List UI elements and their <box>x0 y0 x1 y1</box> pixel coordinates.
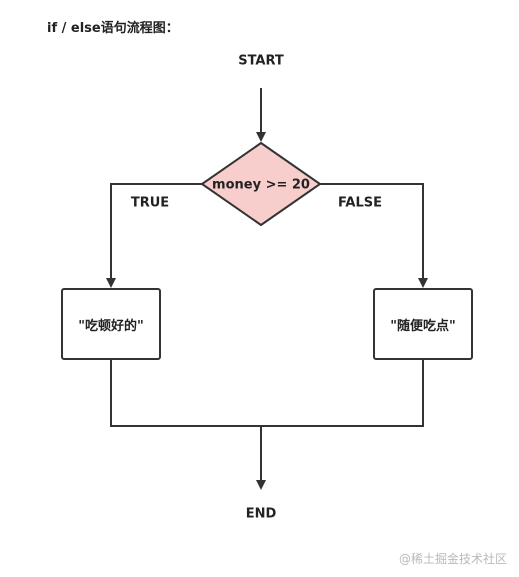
end-label: END <box>245 506 277 522</box>
false-branch-box: "随便吃点" <box>373 288 473 360</box>
condition-diamond <box>200 141 322 227</box>
true-branch-text: "吃顿好的" <box>78 318 144 334</box>
page-title: if / else语句流程图： <box>47 21 179 36</box>
arrow-condition-to-false-branch <box>320 183 428 288</box>
connector-false-branch-to-merge <box>261 359 424 427</box>
arrow-condition-to-true-branch <box>106 183 202 288</box>
true-label: TRUE <box>130 195 170 211</box>
connector-true-branch-to-merge <box>110 359 261 427</box>
false-label: FALSE <box>338 195 382 211</box>
false-branch-text: "随便吃点" <box>390 318 456 334</box>
condition-label: money >= 20 <box>212 177 310 193</box>
watermark: @稀土掘金技术社区 <box>398 552 507 566</box>
start-label: START <box>238 53 284 69</box>
true-branch-box: "吃顿好的" <box>61 288 161 360</box>
